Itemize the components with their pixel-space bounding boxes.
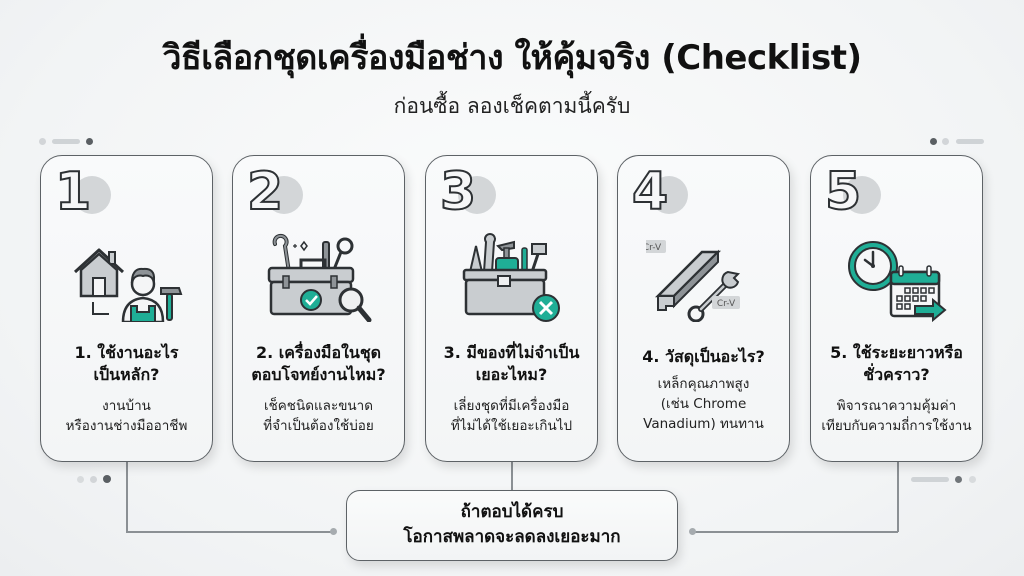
step-desc-2: เช็คชนิดและขนาด ที่จำเป็นต้องใช้บ่อย [263,398,374,434]
step-number-3: 3 [436,161,496,228]
connector-right-horizontal [692,531,898,533]
step-card-3: 3 3. มีของที่ไม่จำเป็น เยอะไหม? เลี่ยงชุ… [425,155,598,462]
summary-line-2: โอกาสพลาดจะลดลงเยอะมาก [403,527,621,547]
connector-left-vertical [126,462,128,532]
svg-text:Cr-V: Cr-V [646,243,662,253]
step-card-5: 5 5. ใช้ระยะยาวหรือ ชั่วคราว? พิจารณาควา… [810,155,983,462]
page-subtitle: ก่อนซื้อ ลองเช็คตามนี้ครับ [393,94,631,118]
connector-right-node [689,528,696,535]
overfilled-toolbox-x-icon [462,233,560,322]
step-desc-3: เลี่ยงชุดที่มีเครื่องมือ ที่ไม่ได้ใช้เยอ… [450,398,573,434]
step-number-2: 2 [243,161,303,228]
step-desc-5: พิจารณาความคุ้มค่า เทียบกับความถี่การใช้… [821,398,972,434]
step-desc-4: เหล็กคุณภาพสูง (เช่น Chrome Vanadium) ทน… [643,376,764,432]
step-title-5: 5. ใช้ระยะยาวหรือ ชั่วคราว? [830,343,963,384]
connector-left-node [330,528,337,535]
steel-beam-wrench-icon: Cr-V Cr-V [646,240,741,322]
step-card-1: 1 1. ใช้งานอะไร เป็นหลัก? งานบ้าน หรืองา… [40,155,213,462]
summary-line-1: ถ้าตอบได้ครบ [460,502,564,522]
summary-box: ถ้าตอบได้ครบ โอกาสพลาดจะลดลงเยอะมาก [346,490,678,561]
step-desc-1: งานบ้าน หรืองานช่างมืออาชีพ [65,398,188,434]
step-title-2: 2. เครื่องมือในชุด ตอบโจทย์งานไหม? [251,343,386,384]
connector-center-vertical [511,462,513,490]
connector-right-vertical [897,462,899,532]
step-title-1: 1. ใช้งานอะไร เป็นหลัก? [74,343,179,384]
page-title: วิธีเลือกชุดเครื่องมือช่าง ให้คุ้มจริง (… [162,38,862,78]
house-worker-hammer-icon [73,248,183,322]
step-card-2: 2 2. เครื่องมือในชุด ตอบโจทย์งานไหม? เช็… [232,155,405,462]
step-card-4: 4 Cr-V Cr-V 4. วัสดุเป็นอะไร? เหล็กคุณภา… [617,155,790,462]
step-number-4: 4 [628,161,688,228]
svg-text:Cr-V: Cr-V [717,299,736,309]
clock-calendar-arrow-icon [848,241,947,322]
connector-left-horizontal [126,531,332,533]
step-number-1: 1 [51,161,111,228]
step-title-4: 4. วัสดุเป็นอะไร? [642,347,765,366]
step-title-3: 3. มีของที่ไม่จำเป็น เยอะไหม? [443,343,580,384]
step-number-5: 5 [821,161,881,228]
toolbox-check-magnifier-icon [267,233,372,322]
